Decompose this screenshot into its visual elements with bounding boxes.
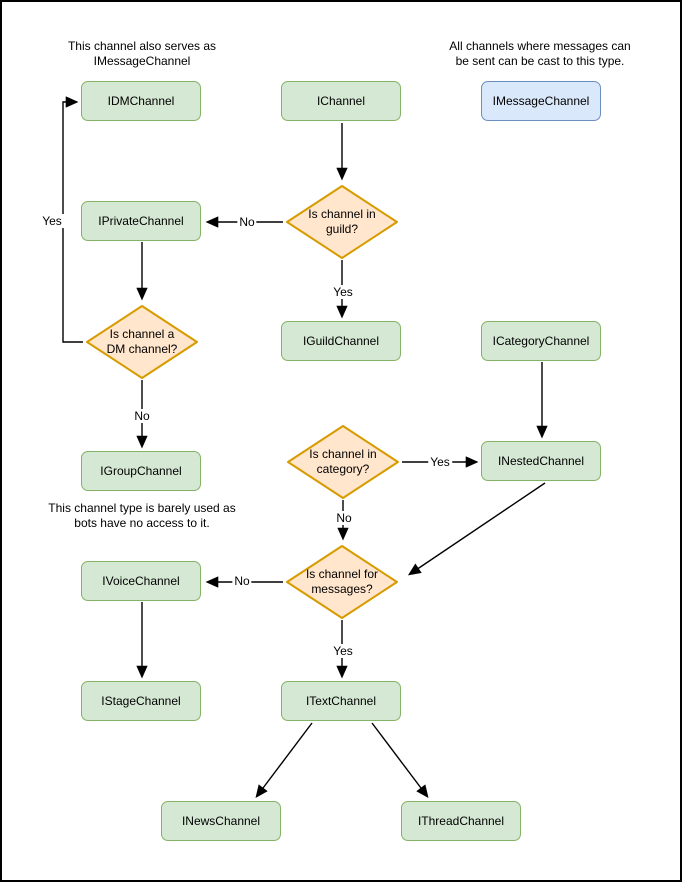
node-ichannel: IChannel <box>281 81 401 121</box>
edge-label-guild-yes: Yes <box>331 285 355 299</box>
edge-itext-to-ithread <box>371 722 427 796</box>
decision-label: Is channel a DM channel? <box>106 327 178 356</box>
node-ivoicechannel: IVoiceChannel <box>81 561 201 601</box>
node-istagechannel: IStageChannel <box>81 681 201 721</box>
annotation-imessage-note: All channels where messages can be sent … <box>449 39 631 68</box>
decision-is-channel-in-guild: Is channel in guild? <box>284 184 400 260</box>
edge-label-guild-no: No <box>237 215 257 229</box>
edge-inested-to-messages-decision <box>410 482 546 574</box>
edge-label-dm-yes: Yes <box>40 214 64 228</box>
diamond-shape <box>86 305 198 379</box>
edge-label-dm-no: No <box>132 409 152 423</box>
node-iguildchannel: IGuildChannel <box>281 321 401 361</box>
decision-is-channel-in-category: Is channel in category? <box>285 424 401 500</box>
decision-label: Is channel in category? <box>309 447 377 476</box>
node-iprivatechannel: IPrivateChannel <box>81 201 201 241</box>
annotation-igroup-note: This channel type is barely used as bots… <box>48 501 236 530</box>
diamond-shape <box>287 425 399 499</box>
decision-is-channel-a-dm: Is channel a DM channel? <box>84 304 200 380</box>
node-imessagechannel: IMessageChannel <box>481 81 601 121</box>
edge-dm-decision-to-idm <box>62 102 83 343</box>
decision-is-channel-for-messages: Is channel for messages? <box>284 544 400 620</box>
node-igroupchannel: IGroupChannel <box>81 451 201 491</box>
decision-label: Is channel for messages? <box>305 567 379 596</box>
node-inewschannel: INewsChannel <box>161 801 281 841</box>
edge-label-category-yes: Yes <box>428 455 452 469</box>
edge-itext-to-inews <box>257 722 313 796</box>
node-idmchannel: IDMChannel <box>81 81 201 121</box>
edge-label-messages-yes: Yes <box>331 644 355 658</box>
diamond-shape <box>286 185 398 259</box>
node-inestedchannel: INestedChannel <box>481 441 601 481</box>
node-icategorychannel: ICategoryChannel <box>481 321 601 361</box>
diamond-shape <box>286 545 398 619</box>
node-itextchannel: ITextChannel <box>281 681 401 721</box>
edge-label-messages-no: No <box>232 574 252 588</box>
edge-label-category-no: No <box>334 511 354 525</box>
decision-label: Is channel in guild? <box>308 207 376 236</box>
annotation-idm-note: This channel also serves as IMessageChan… <box>67 39 217 68</box>
node-ithreadchannel: IThreadChannel <box>401 801 521 841</box>
